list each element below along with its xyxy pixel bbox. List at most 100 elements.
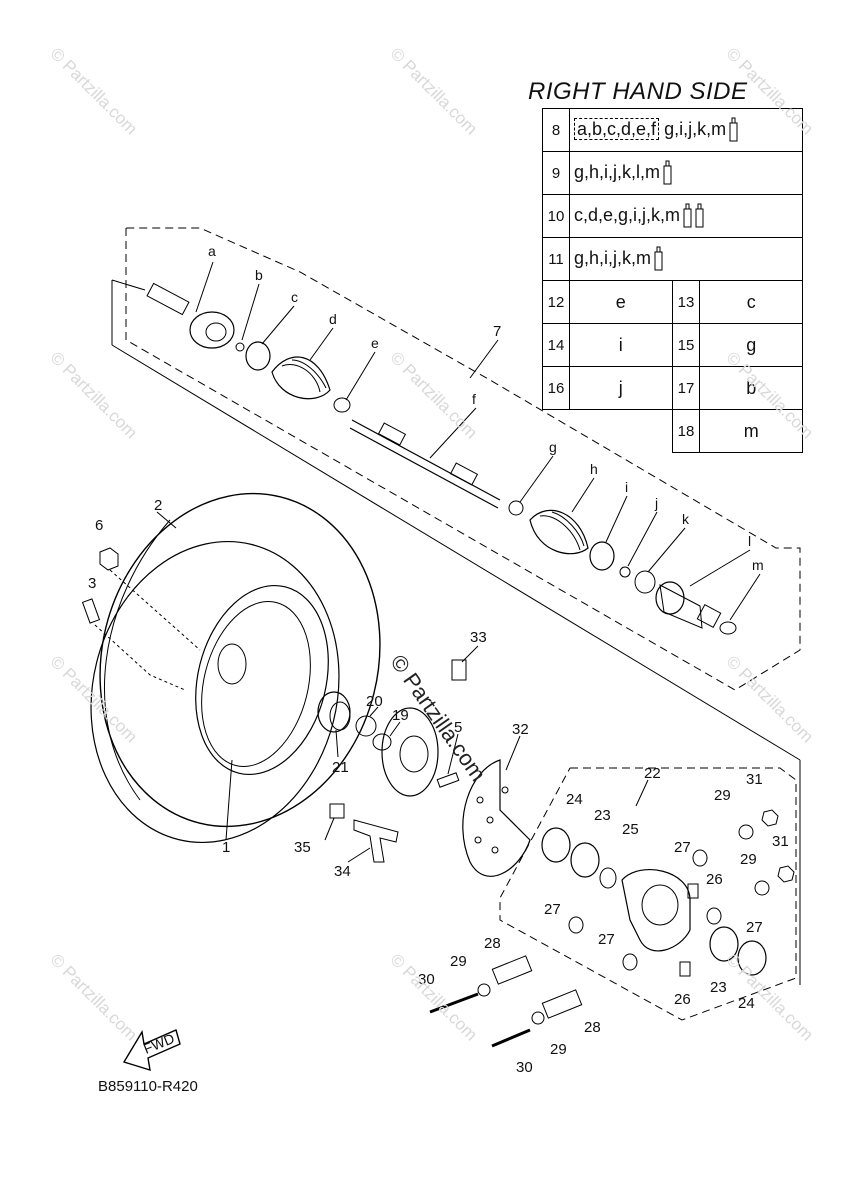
callout-27b: 27 [544, 901, 561, 918]
legend-row-10: 10 c,d,e,g,i,j,k,m [542, 194, 803, 238]
oring-m [719, 621, 737, 635]
legend-rest: g,h,i,j,k,m [574, 247, 652, 268]
legend-row-8: 8 a,b,c,d,e,f g,i,j,k,m [542, 108, 803, 152]
callout-c: c [291, 289, 298, 305]
legend-num: 8 [542, 108, 570, 152]
callout-32: 32 [512, 721, 529, 738]
legend-kit: c,d,e,g,i,j,k,m [569, 194, 803, 238]
callout-3: 3 [88, 575, 96, 592]
grease-tube-icon [663, 160, 672, 185]
bushing-27b [568, 916, 584, 934]
knuckle-assembly-outline [499, 767, 797, 1021]
legend-row-9: 9 g,h,i,j,k,l,m [542, 151, 803, 195]
nut-31a [761, 809, 779, 827]
legend-rest: g,h,i,j,k,l,m [574, 161, 661, 182]
leader-lines [156, 261, 761, 863]
callout-34: 34 [334, 863, 351, 880]
nut-31b [777, 865, 795, 883]
wheel-nut-6 [99, 547, 119, 571]
spacer-20 [355, 715, 377, 737]
legend-part: b [699, 366, 803, 410]
callout-22: 22 [644, 765, 661, 782]
callout-j: j [654, 495, 658, 511]
callout-e: e [371, 335, 379, 351]
callout-23b: 23 [710, 979, 727, 996]
legend-num: 13 [671, 280, 701, 324]
knuckle [621, 869, 691, 952]
bolt-30a [429, 992, 479, 1014]
legend-num: 14 [542, 323, 570, 367]
diagram-code: B859110-R420 [98, 1078, 198, 1095]
washer-29a [477, 983, 491, 997]
callout-27c: 27 [598, 931, 615, 948]
band-c [245, 341, 271, 371]
legend-rest: c,d,e,g,i,j,k,m [574, 204, 681, 225]
collar-28a [491, 955, 533, 985]
callout-k: k [682, 511, 690, 527]
band-g [508, 500, 524, 516]
callout-24b: 24 [738, 995, 755, 1012]
legend-kit: g,h,i,j,k,m [569, 237, 803, 281]
callout-29d: 29 [740, 851, 757, 868]
cv-joint-outer [146, 282, 235, 349]
callout-6: 6 [95, 517, 103, 534]
callout-7: 7 [493, 323, 501, 340]
grease-tube-icon [695, 203, 704, 228]
bushing-27a [692, 849, 708, 867]
brake-disc-32 [462, 759, 531, 877]
legend-kit: g,h,i,j,k,l,m [569, 151, 803, 195]
bearing-23 [570, 842, 600, 878]
callout-20: 20 [366, 693, 383, 710]
legend-part: g [699, 323, 803, 367]
bushing-27c [622, 953, 638, 971]
oil-seal-24b [737, 940, 767, 976]
legend-num: 16 [542, 366, 570, 410]
callout-30a: 30 [418, 971, 435, 988]
washer-29d [754, 880, 770, 896]
callout-h: h [590, 461, 598, 477]
callout-2: 2 [154, 497, 162, 514]
legend-part: j [569, 366, 673, 410]
callout-29a: 29 [450, 953, 467, 970]
legend-num: 10 [542, 194, 570, 238]
callout-31a: 31 [746, 771, 763, 788]
boot-d [271, 356, 331, 400]
callout-1: 1 [222, 839, 230, 856]
parts-kit-legend: 8 a,b,c,d,e,f g,i,j,k,m 9 g,h,i,j,k,l,m … [542, 108, 803, 453]
circlip-25 [599, 867, 617, 889]
callout-5: 5 [454, 719, 462, 736]
page-title: RIGHT HAND SIDE [528, 78, 748, 105]
callout-25: 25 [622, 821, 639, 838]
legend-num: 11 [542, 237, 570, 281]
grease-tube-icon [683, 203, 692, 228]
bearing-21 [317, 691, 351, 733]
callout-a: a [208, 243, 216, 259]
washer-29b [531, 1011, 545, 1025]
legend-part: e [569, 280, 673, 324]
callout-29b: 29 [550, 1041, 567, 1058]
grease-nipple-26b [679, 961, 691, 977]
callout-d: d [329, 311, 337, 327]
legend-boxed: a,b,c,d,e,f [574, 117, 660, 140]
number-callouts: 1 2 3 5 6 7 19 20 21 22 23 23 24 24 25 2… [88, 323, 789, 1076]
band-e [333, 397, 351, 413]
grease-nipple-26a [687, 883, 699, 899]
callout-21: 21 [332, 759, 349, 776]
callout-26a: 26 [706, 871, 723, 888]
washer-29c [738, 824, 754, 840]
callout-30b: 30 [516, 1059, 533, 1076]
legend-num: 9 [542, 151, 570, 195]
grease-tube-icon [729, 117, 738, 142]
callout-f: f [472, 391, 476, 407]
tire [90, 492, 381, 844]
legend-row-16-17: 16 j 17 b [542, 366, 803, 410]
band-i [589, 541, 615, 571]
callout-33: 33 [470, 629, 487, 646]
callout-24a: 24 [566, 791, 583, 808]
callout-g: g [549, 439, 557, 455]
callout-26b: 26 [674, 991, 691, 1008]
bolt-33 [451, 659, 467, 681]
callout-31b: 31 [772, 833, 789, 850]
legend-row-14-15: 14 i 15 g [542, 323, 803, 367]
